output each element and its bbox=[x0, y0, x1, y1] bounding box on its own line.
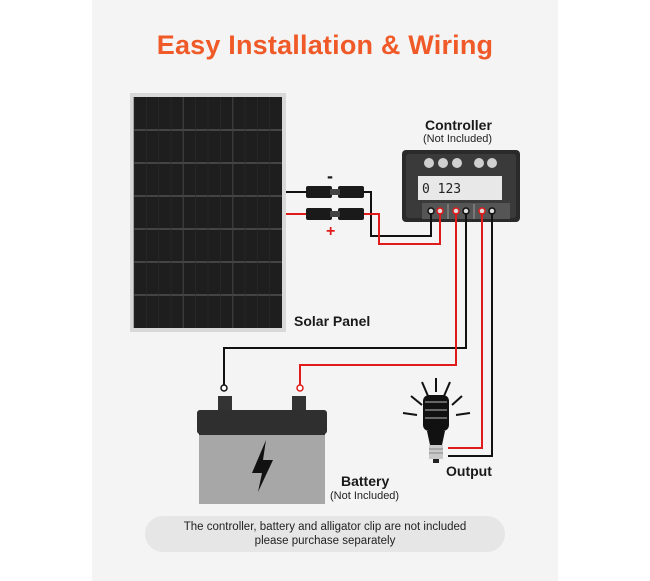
negative-sign: - bbox=[327, 166, 333, 186]
controller-sublabel: (Not Included) bbox=[423, 133, 493, 145]
charge-controller: 0 123 bbox=[402, 150, 520, 222]
controller-button-icon bbox=[487, 158, 497, 168]
disclaimer-line-2: please purchase separately bbox=[254, 535, 396, 547]
controller-button-icon bbox=[474, 158, 484, 168]
battery-sublabel: (Not Included) bbox=[330, 490, 400, 502]
disclaimer-line-1: The controller, battery and alligator cl… bbox=[183, 521, 467, 533]
controller-lcd-readout: 0 123 bbox=[422, 182, 461, 197]
lightning-bolt-icon bbox=[252, 440, 273, 492]
disclaimer-note: The controller, battery and alligator cl… bbox=[145, 516, 505, 552]
panel-wires bbox=[364, 191, 441, 245]
controller-button-icon bbox=[452, 158, 462, 168]
battery-wires bbox=[223, 213, 467, 385]
light-bulb-icon bbox=[402, 378, 471, 463]
battery-positive-clip-icon bbox=[296, 384, 304, 392]
controller-button-icon bbox=[438, 158, 448, 168]
output-wires bbox=[448, 213, 493, 457]
page-title: Easy Installation & Wiring bbox=[156, 30, 494, 60]
controller-button-icon bbox=[424, 158, 434, 168]
solar-panel-label: Solar Panel bbox=[294, 313, 371, 329]
battery-negative-clip-icon bbox=[220, 384, 228, 392]
solar-panel bbox=[130, 93, 286, 332]
output-label: Output bbox=[446, 463, 492, 479]
controller-label: Controller bbox=[425, 117, 492, 133]
battery-icon bbox=[197, 396, 327, 504]
mc4-connectors bbox=[286, 186, 364, 220]
positive-sign: + bbox=[326, 223, 336, 240]
battery-label: Battery bbox=[341, 473, 390, 489]
controller-lcd bbox=[418, 176, 502, 200]
